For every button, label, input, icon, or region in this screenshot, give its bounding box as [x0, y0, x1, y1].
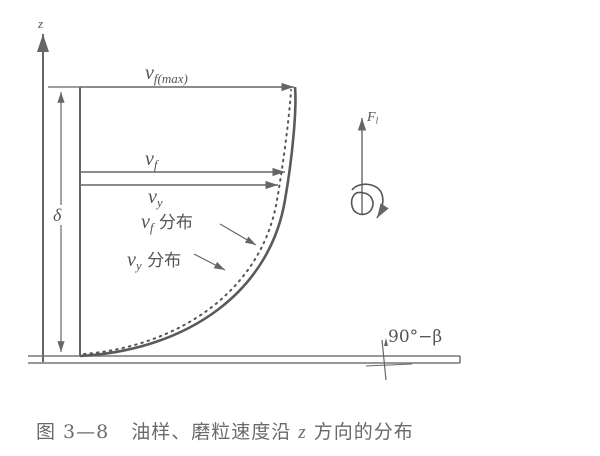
vy-distribution-label: vy 分布: [127, 249, 182, 273]
vf-label: vf: [145, 148, 158, 172]
vf-distribution-curve: [79, 86, 297, 358]
vf-distribution-label: vf 分布: [141, 211, 193, 235]
vfmax-label: vf(max): [145, 62, 188, 86]
vf-leader-arrow: [219, 223, 257, 246]
angle-ref-line: [365, 363, 413, 367]
z-axis-label: z: [38, 16, 44, 31]
vy-leader-arrow: [193, 253, 226, 271]
caption-variable: z: [298, 422, 307, 443]
rotation-arrow-icon: [351, 183, 389, 219]
caption-text-2: 方向的分布: [313, 421, 414, 443]
vy-distribution-curve: [83, 89, 292, 355]
particle-icon: [350, 191, 374, 216]
angle-label: 90°−β: [388, 327, 443, 347]
figure-number: 图 3—8: [36, 421, 110, 443]
figure-caption: 图 3—8 油样、磨粒速度沿 z 方向的分布: [36, 417, 414, 444]
vy-label: vy: [148, 186, 163, 210]
delta-label: δ: [53, 205, 62, 225]
angle-line: [381, 339, 387, 381]
lift-force-label: Fl: [367, 110, 379, 126]
caption-text: 油样、磨粒速度沿: [131, 421, 292, 443]
